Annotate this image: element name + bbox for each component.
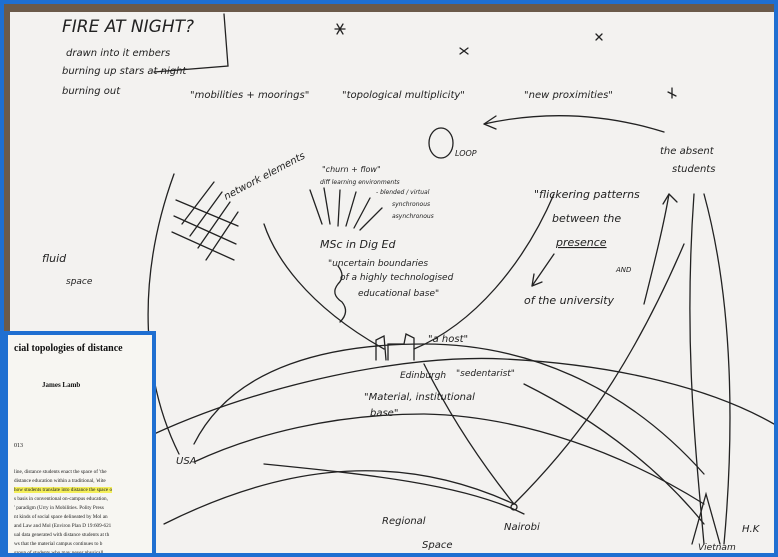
- star-icon: [459, 47, 469, 55]
- arc-vietnam: [689, 193, 705, 545]
- excerpt-line: and Law and Mol (Environ Plan D 19:609-6…: [14, 523, 112, 529]
- flickering-presence: presence: [555, 236, 607, 249]
- material-2: base": [370, 408, 398, 419]
- title-box-line: [153, 13, 229, 73]
- diff-learning-4: asynchronous: [392, 213, 434, 220]
- absent-students-2: students: [672, 164, 715, 175]
- excerpt-author: James Lamb: [42, 381, 81, 389]
- arrow-to-students: [643, 193, 670, 305]
- quote-proximities: "new proximities": [524, 90, 613, 101]
- arc-hk: [703, 193, 731, 545]
- castle-icon: [375, 333, 415, 361]
- arrow-to-university: [531, 253, 555, 287]
- star-icon: [334, 23, 346, 35]
- usa-label: USA: [176, 456, 197, 467]
- vietnam-label: Vietnam: [698, 543, 736, 553]
- a-host-label: "a host": [428, 334, 468, 345]
- excerpt-line: how students translate into distance the…: [14, 487, 113, 493]
- regional-label: Regional: [382, 516, 426, 527]
- uncertain-2: of a highly technologised: [340, 273, 454, 283]
- arc-nairobi: [423, 363, 515, 505]
- excerpt-line: nt kinds of social space delineated by M…: [14, 514, 108, 520]
- quote-topological: "topological multiplicity": [342, 90, 465, 101]
- squiggle-line: [334, 265, 347, 323]
- sketch-drawing: FIRE AT NIGHT? drawn into it embers burn…: [42, 13, 774, 553]
- excerpt-line: ' paradigm (Urry in Mobilities. Polity P…: [14, 505, 104, 511]
- nairobi-node: [510, 503, 518, 511]
- flickering-1: "flickering patterns: [534, 188, 640, 201]
- network-grid: [171, 199, 239, 261]
- arc-regional-2: [263, 463, 525, 515]
- nairobi-label: Nairobi: [504, 522, 540, 533]
- fluid-label: fluid: [42, 252, 67, 265]
- flickering-2: between the: [552, 212, 621, 225]
- notes-subtitle-1: drawn into it embers: [66, 48, 170, 59]
- vietnam-shape: [691, 491, 721, 545]
- sedentarist-label: "sedentarist": [456, 369, 515, 379]
- arrow-head: [483, 115, 497, 130]
- excerpt-title: cial topologies of distance: [14, 343, 123, 354]
- loop-label: LOOP: [455, 149, 477, 158]
- absent-students-1: the absent: [660, 146, 715, 157]
- arc-nairobi-right: [513, 243, 685, 505]
- hk-label: H.K: [742, 524, 761, 535]
- loop-circle: [428, 127, 454, 159]
- fan-lines: [309, 187, 383, 231]
- diff-learning-2: - blended / virtual: [376, 189, 430, 196]
- space-label: space: [66, 277, 93, 287]
- excerpt-line: s basis in conventional on-campus educat…: [14, 496, 108, 502]
- paper-excerpt-inset: cial topologies of distance James Lamb 0…: [4, 331, 156, 556]
- diff-learning-3: synchronous: [392, 201, 430, 208]
- arc-lower: [193, 413, 705, 505]
- excerpt-line: group of students who may never physical…: [14, 550, 104, 556]
- network-elements-label: network elements: [222, 151, 307, 203]
- excerpt-line: line, distance students enact the space …: [14, 469, 107, 475]
- diff-learning-1: diff learning environments: [320, 179, 400, 186]
- and-label: AND: [615, 266, 632, 274]
- excerpt-line: distance education within a traditional,…: [14, 478, 106, 484]
- material-1: "Material, institutional: [364, 392, 475, 403]
- arc-edinburgh-left: [263, 223, 385, 350]
- notes-title: FIRE AT NIGHT?: [62, 17, 194, 37]
- churn-flow-label: "churn + flow": [322, 165, 381, 174]
- star-icon: [667, 87, 677, 99]
- arrow-head: [531, 273, 543, 287]
- quote-mobilities: "mobilities + moorings": [190, 90, 309, 101]
- network-grid: [181, 181, 239, 261]
- arrow-head: [662, 193, 678, 205]
- arc-right: [523, 383, 705, 525]
- notes-subtitle-2: burning up stars at night: [62, 66, 187, 77]
- excerpt-line: ws that the material campus continues to…: [14, 541, 103, 547]
- flickering-university: of the university: [524, 294, 615, 307]
- arc-usa-left: [147, 173, 180, 455]
- regional-space-label: Space: [422, 540, 452, 551]
- excerpt-year: 013: [14, 443, 23, 449]
- star-icon: [595, 33, 603, 41]
- uncertain-1: "uncertain boundaries: [328, 259, 428, 269]
- arc-regional: [163, 470, 515, 525]
- uncertain-3: educational base": [358, 289, 439, 299]
- notes-subtitle-3: burning out: [62, 86, 121, 97]
- edinburgh-label: Edinburgh: [400, 371, 446, 381]
- arc-edinburgh-right: [413, 193, 555, 350]
- loop-arrow: [483, 115, 665, 133]
- msc-label: MSc in Dig Ed: [320, 238, 396, 251]
- excerpt-line: ual data generated with distance student…: [14, 532, 110, 538]
